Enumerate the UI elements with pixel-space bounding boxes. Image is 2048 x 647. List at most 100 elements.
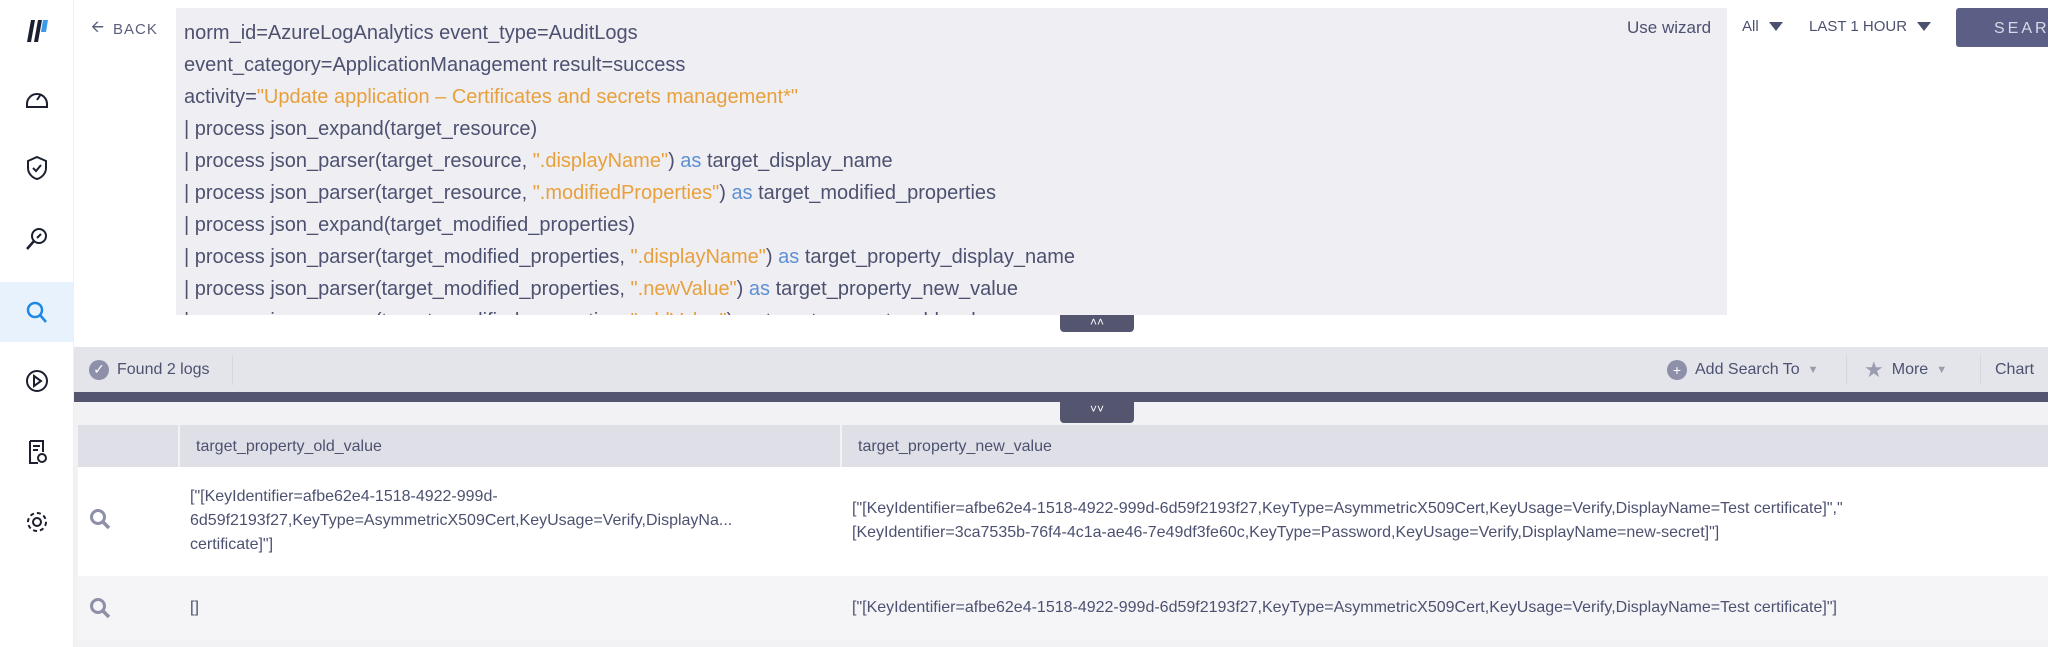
caret-down-icon [1917, 22, 1932, 31]
query-line: | process json_expand(target_modified_pr… [184, 209, 1719, 241]
query-line: activity="Update application – Certifica… [184, 81, 1719, 113]
query-text: | process json_parser(target_modified_pr… [184, 246, 631, 268]
gauge-icon [26, 93, 48, 108]
query-keyword: as [778, 246, 800, 268]
query-text: activity= [184, 86, 257, 108]
repo-select[interactable]: All [1742, 18, 1783, 35]
sidebar-item-search[interactable] [0, 282, 74, 342]
logo[interactable] [0, 0, 74, 60]
query-text: event_category=ApplicationManagement res… [184, 54, 686, 76]
query-text: norm_id=AzureLogAnalytics event_type=Aud… [184, 22, 638, 44]
results-toolbar: ✓ Found 2 logs + Add Search To ▼ ★ More … [74, 347, 2048, 392]
caret-down-icon [1768, 22, 1783, 31]
query-line: | process json_parser(target_resource, "… [184, 177, 1719, 209]
query-text: | process json_parser(target_resource, [184, 182, 533, 204]
query-text: ) [765, 246, 779, 268]
new-value-cell: ["[KeyIdentifier=afbe62e4-1518-4922-999d… [852, 599, 1837, 616]
query-line: norm_id=AzureLogAnalytics event_type=Aud… [184, 17, 1719, 49]
query-editor[interactable]: norm_id=AzureLogAnalytics event_type=Aud… [176, 8, 1727, 315]
sidebar-item-settings[interactable] [0, 492, 74, 552]
collapse-query-handle[interactable]: ˄˄ [1060, 315, 1134, 332]
query-text: | process json_expand(target_resource) [184, 118, 538, 140]
new-value-cell: ["[KeyIdentifier=afbe62e4-1518-4922-999d… [852, 500, 1843, 541]
arrow-left-icon: 🡨 [91, 19, 105, 36]
query-text: ) [668, 150, 681, 172]
chart-button[interactable]: Chart [1995, 347, 2034, 392]
sidebar-item-reports[interactable] [0, 422, 74, 482]
query-string: ".oldValue" [631, 310, 727, 315]
query-line: | process json_expand(target_resource) [184, 113, 1719, 145]
query-line: | process json_parser(target_modified_pr… [184, 305, 1719, 315]
sidebar-item-investigate[interactable] [0, 209, 74, 269]
gear-icon [27, 512, 47, 532]
divider [1846, 355, 1847, 385]
caret-down-icon: ▼ [1936, 363, 1948, 376]
chart-label: Chart [1995, 360, 2035, 378]
query-keyword: as [739, 310, 760, 315]
query-text: | process json_parser(target_resource, [184, 150, 533, 172]
query-text: ) [727, 310, 739, 315]
table-row[interactable]: ["[KeyIdentifier=afbe62e4-1518-4922-999d… [78, 467, 2048, 576]
query-text: target_property_old_value [760, 310, 998, 315]
sidebar-item-incidents[interactable] [0, 138, 74, 198]
search-icon [26, 301, 47, 323]
query-string: ".modifiedProperties" [532, 182, 720, 204]
more-label: More [1891, 360, 1929, 378]
query-text: | process json_parser(target_modified_pr… [184, 310, 631, 315]
query-line: | process json_parser(target_modified_pr… [184, 241, 1719, 273]
investigate-icon [26, 228, 47, 250]
add-search-to-label: Add Search To [1695, 360, 1800, 378]
check-circle-icon: ✓ [89, 359, 109, 380]
caret-down-icon: ▼ [1807, 363, 1819, 376]
query-string: ".displayName" [532, 150, 669, 172]
sidebar-item-dashboard[interactable] [0, 68, 74, 128]
back-label: BACK [113, 21, 158, 38]
found-count: Found 2 logs [117, 360, 210, 378]
query-string: ".displayName" [630, 246, 766, 268]
query-keyword: as [748, 278, 771, 300]
query-text: target_modified_properties [752, 182, 997, 204]
query-line: | process json_parser(target_modified_pr… [184, 273, 1719, 305]
time-range-value: LAST 1 HOUR [1809, 18, 1908, 35]
repo-select-value: All [1742, 18, 1759, 35]
column-header-new-value[interactable]: target_property_new_value [840, 425, 2048, 467]
chevron-double-down-icon: ˅˅ [1089, 402, 1104, 416]
more-button[interactable]: ★ More ▼ [1864, 347, 1947, 392]
query-keyword: as [731, 182, 753, 204]
plus-circle-icon: + [1667, 359, 1687, 380]
table-header: target_property_old_value target_propert… [78, 425, 2048, 467]
found-status: ✓ Found 2 logs [89, 347, 210, 392]
magnifier-icon[interactable] [88, 507, 112, 531]
column-header-old-value[interactable]: target_property_old_value [178, 425, 840, 467]
shield-check-icon [27, 155, 47, 181]
old-value-cell: ["[KeyIdentifier=afbe62e4-1518-4922-999d… [190, 488, 733, 553]
query-text: target_display_name [701, 150, 893, 172]
expand-results-handle[interactable]: ˅˅ [1060, 402, 1134, 423]
results-splitter[interactable] [74, 392, 2048, 402]
table-row[interactable]: [] ["[KeyIdentifier=afbe62e4-1518-4922-9… [78, 576, 2048, 640]
search-button[interactable]: SEARCH [1956, 8, 2048, 47]
sidebar-item-playbooks[interactable] [0, 351, 74, 411]
report-icon [29, 440, 47, 464]
query-text: | process json_parser(target_modified_pr… [184, 278, 631, 300]
query-keyword: as [680, 150, 702, 172]
back-button[interactable]: 🡨 BACK [91, 16, 158, 43]
query-line: | process json_parser(target_resource, "… [184, 145, 1719, 177]
add-search-to-button[interactable]: + Add Search To ▼ [1667, 347, 1819, 392]
play-circle-icon [26, 370, 48, 392]
query-text: target_property_display_name [799, 246, 1075, 268]
query-line: event_category=ApplicationManagement res… [184, 49, 1719, 81]
use-wizard-link[interactable]: Use wizard [1627, 18, 1712, 37]
old-value-cell: [] [190, 599, 199, 616]
divider [1980, 355, 1981, 385]
chevron-double-up-icon: ˄˄ [1089, 315, 1104, 329]
query-text: | process json_expand(target_modified_pr… [184, 214, 636, 236]
time-range-select[interactable]: LAST 1 HOUR [1809, 18, 1932, 35]
divider [232, 355, 233, 385]
logo-icon [27, 20, 48, 42]
results-table: target_property_old_value target_propert… [74, 402, 2048, 647]
query-string: ".newValue" [630, 278, 737, 300]
query-string: "Update application – Certificates and s… [256, 86, 798, 108]
magnifier-icon[interactable] [88, 596, 112, 620]
query-text: ) [736, 278, 749, 300]
